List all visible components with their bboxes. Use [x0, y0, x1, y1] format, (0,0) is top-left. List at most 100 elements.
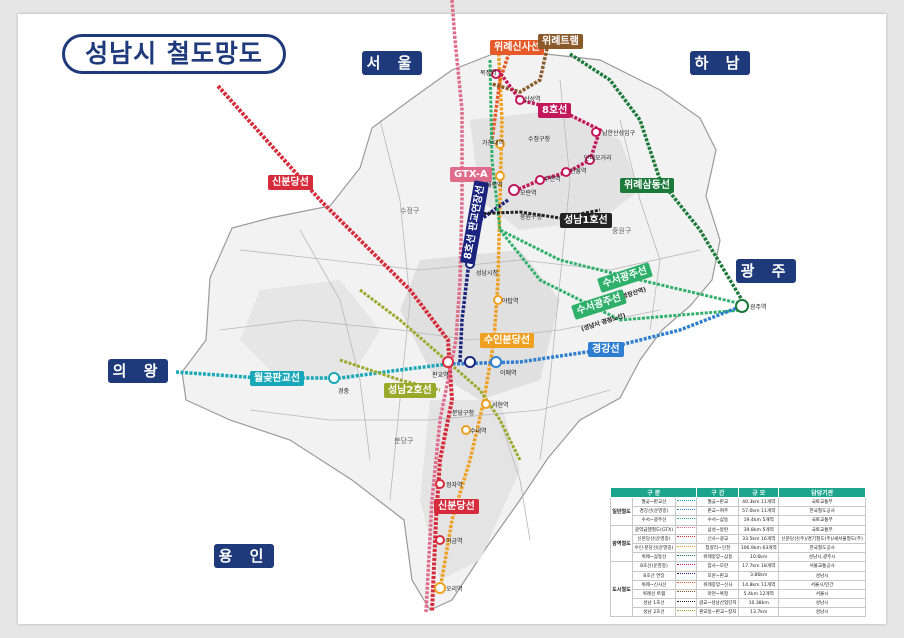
station-sujinjeok: [535, 175, 545, 185]
legend-scale: 10.38km: [738, 598, 780, 609]
label-gwangju-stn: 광주역: [750, 304, 767, 311]
legend-scale: 39.8km 5개역: [738, 524, 780, 535]
station-jeongja: [435, 479, 445, 489]
legend-line-swatch: [674, 524, 698, 535]
legend-header-category: 구 분: [609, 487, 698, 498]
label-ori: 오리역: [446, 586, 463, 593]
station-sunae: [461, 425, 471, 435]
legend-line-swatch: [674, 496, 698, 508]
tag-sinbundang-bottom: 신분당선: [434, 499, 479, 514]
legend-color-swatch: [677, 582, 696, 585]
tag-suin-bundang: 수인분당선: [480, 333, 534, 348]
legend-color-swatch: [677, 563, 696, 567]
label-pangyo: 판교역: [432, 372, 449, 379]
legend-section: 위례중앙~삼동: [696, 552, 740, 563]
legend-agency: 신분당선(주)/경기철도(주)/새서울철도(주): [778, 533, 866, 544]
legend-section: 신사~광교: [696, 533, 740, 544]
legend-color-swatch: [677, 554, 696, 558]
urban-area-west: [240, 280, 380, 380]
label-jeongja: 정자역: [446, 482, 463, 489]
legend-agency: 국토교통부: [778, 496, 866, 508]
station-pangyo: [442, 356, 454, 368]
legend-line-swatch: [674, 533, 698, 544]
wirye-sinsa-line: [490, 43, 514, 141]
station-bokjeong: [491, 69, 501, 79]
label-sunae: 수내역: [470, 428, 487, 435]
district-jungwon: 중원구: [612, 227, 632, 235]
legend-header-scale: 규 모: [738, 487, 780, 498]
legend-section: 청량리~인천: [696, 542, 740, 554]
label-moran: 모란역: [520, 190, 537, 197]
legend-group-name: 일반철도: [610, 497, 633, 526]
legend-line-swatch: [674, 607, 698, 618]
legend-scale: 106.9km 63개역: [738, 542, 780, 554]
station-migeum: [435, 535, 445, 545]
legend-line-name: 광역급행철도(GTX): [631, 524, 676, 535]
tag-line8: 8호선: [538, 103, 572, 118]
legend-section: 암사~모란: [696, 561, 740, 572]
tag-gtx-a: GTX-A: [450, 167, 492, 182]
station-gwangju: [735, 299, 749, 313]
region-hanam: 하 남: [690, 51, 750, 75]
label-seongnam-city: 성남시청: [476, 270, 499, 277]
legend-line-swatch: [674, 570, 698, 581]
label-sinheung: 신흥역: [570, 168, 587, 175]
tag-seongnam2: 성남2호선: [384, 383, 436, 398]
legend-agency: 서울교통공사: [778, 561, 866, 572]
legend-section: 수서~삼동: [696, 515, 740, 526]
legend-scale: 17.7km 18개역: [738, 561, 780, 572]
label-migeum: 미금역: [446, 538, 463, 545]
station-sinheung: [561, 167, 571, 177]
label-taepyeong: 태평역: [486, 182, 503, 189]
legend-color-swatch: [677, 545, 696, 549]
legend-line-swatch: [674, 579, 698, 590]
legend-scale: 19.4km 5개역: [738, 515, 780, 526]
gyeonggang-line: [447, 304, 743, 366]
legend-scale: 40.3km 11개역: [738, 496, 780, 508]
suseo-gwangju-line-2: [498, 229, 743, 322]
legend-line-name: 성남 2호선: [631, 607, 676, 618]
legend-agency: 서울시/민간: [778, 579, 866, 590]
legend-color-swatch: [677, 573, 696, 576]
roads: [219, 79, 701, 541]
legend-agency: 성남시,광주시: [778, 552, 866, 563]
label-seohyeon: 서현역: [492, 402, 509, 409]
station-ori: [434, 582, 446, 594]
legend-line-name: 위례선 트램: [631, 588, 676, 600]
legend-section: 위례중앙~신사: [696, 579, 740, 590]
legend-line-name: 월곶~판교선: [631, 496, 676, 508]
tag-wirye-sinsa: 위례신사선: [490, 40, 544, 55]
map-title: 성남시 철도망도: [62, 34, 286, 74]
label-gachon: 가천대역: [482, 140, 505, 147]
legend-header-section: 구 간: [696, 487, 740, 498]
district-bundang: 분당구: [394, 437, 414, 445]
urban-area-south: [420, 400, 520, 580]
legend-section: 판교동~판교~정자: [696, 607, 740, 618]
label-sujinjeok: 수진역: [544, 176, 561, 183]
label-dandaeogeori: 단대오거리: [584, 155, 612, 162]
legend-section: 판교~여주: [696, 506, 740, 517]
legend-header-row: 구 분 구 간 규 모 담당기관: [609, 487, 866, 498]
legend-scale: 3.86km: [738, 570, 780, 581]
label-jungwon-office: 중원구청: [520, 214, 543, 221]
district-sujeong: 수정구: [400, 207, 420, 215]
legend-scale: 10.6km: [738, 552, 780, 563]
legend-scale: 14.8km 11개역: [738, 579, 780, 590]
legend-line-swatch: [674, 542, 698, 554]
region-seoul: 서 울: [362, 51, 422, 75]
legend-header-agency: 담당기관: [778, 487, 866, 498]
legend-agency: 한국철도공사: [778, 542, 866, 554]
legend-line-name: 신분당선(운영중): [631, 533, 676, 544]
legend-scale: 57.0km 11개역: [738, 506, 780, 517]
legend-section: 광교~성남산업단지: [696, 598, 740, 609]
legend-color-swatch: [677, 517, 696, 521]
legend-agency: 성남시: [778, 570, 866, 581]
